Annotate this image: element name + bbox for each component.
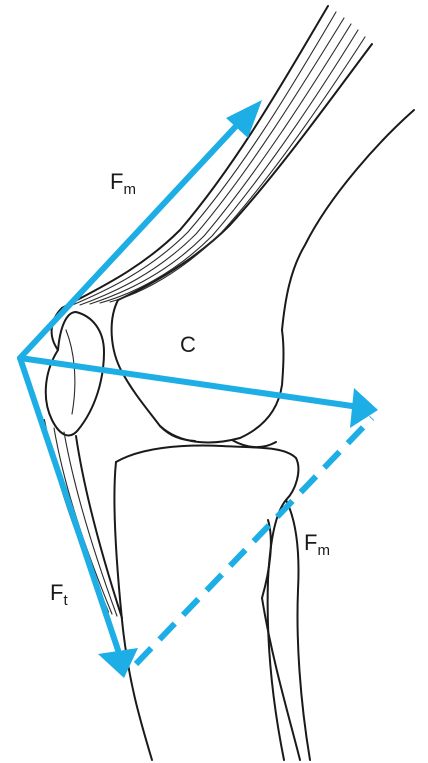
translated-muscle-force-vector [136,418,372,664]
label-fm-upper-sub: m [123,181,136,198]
resultant-force-arrowhead [350,388,378,428]
label-ft-sub: t [63,592,68,609]
label-ft: Ft [50,580,68,609]
patella-bone [46,312,104,435]
muscle-force-vector [20,124,238,358]
tendon-force-vector [20,358,118,650]
force-vectors [20,100,378,678]
tibia-bone [114,440,298,760]
label-fm-lower: Fm [304,530,330,559]
label-joint-center: C [180,332,196,357]
label-fm-lower-main: F [304,530,317,555]
label-fm-upper: Fm [110,169,136,198]
fibula-bone [262,500,310,760]
label-ft-main: F [50,580,63,605]
resultant-force-vector [20,358,352,406]
tendon-force-arrowhead [98,648,138,678]
label-fm-lower-sub: m [317,542,330,559]
quadriceps-muscle [52,6,372,350]
label-fm-upper-main: F [110,169,123,194]
